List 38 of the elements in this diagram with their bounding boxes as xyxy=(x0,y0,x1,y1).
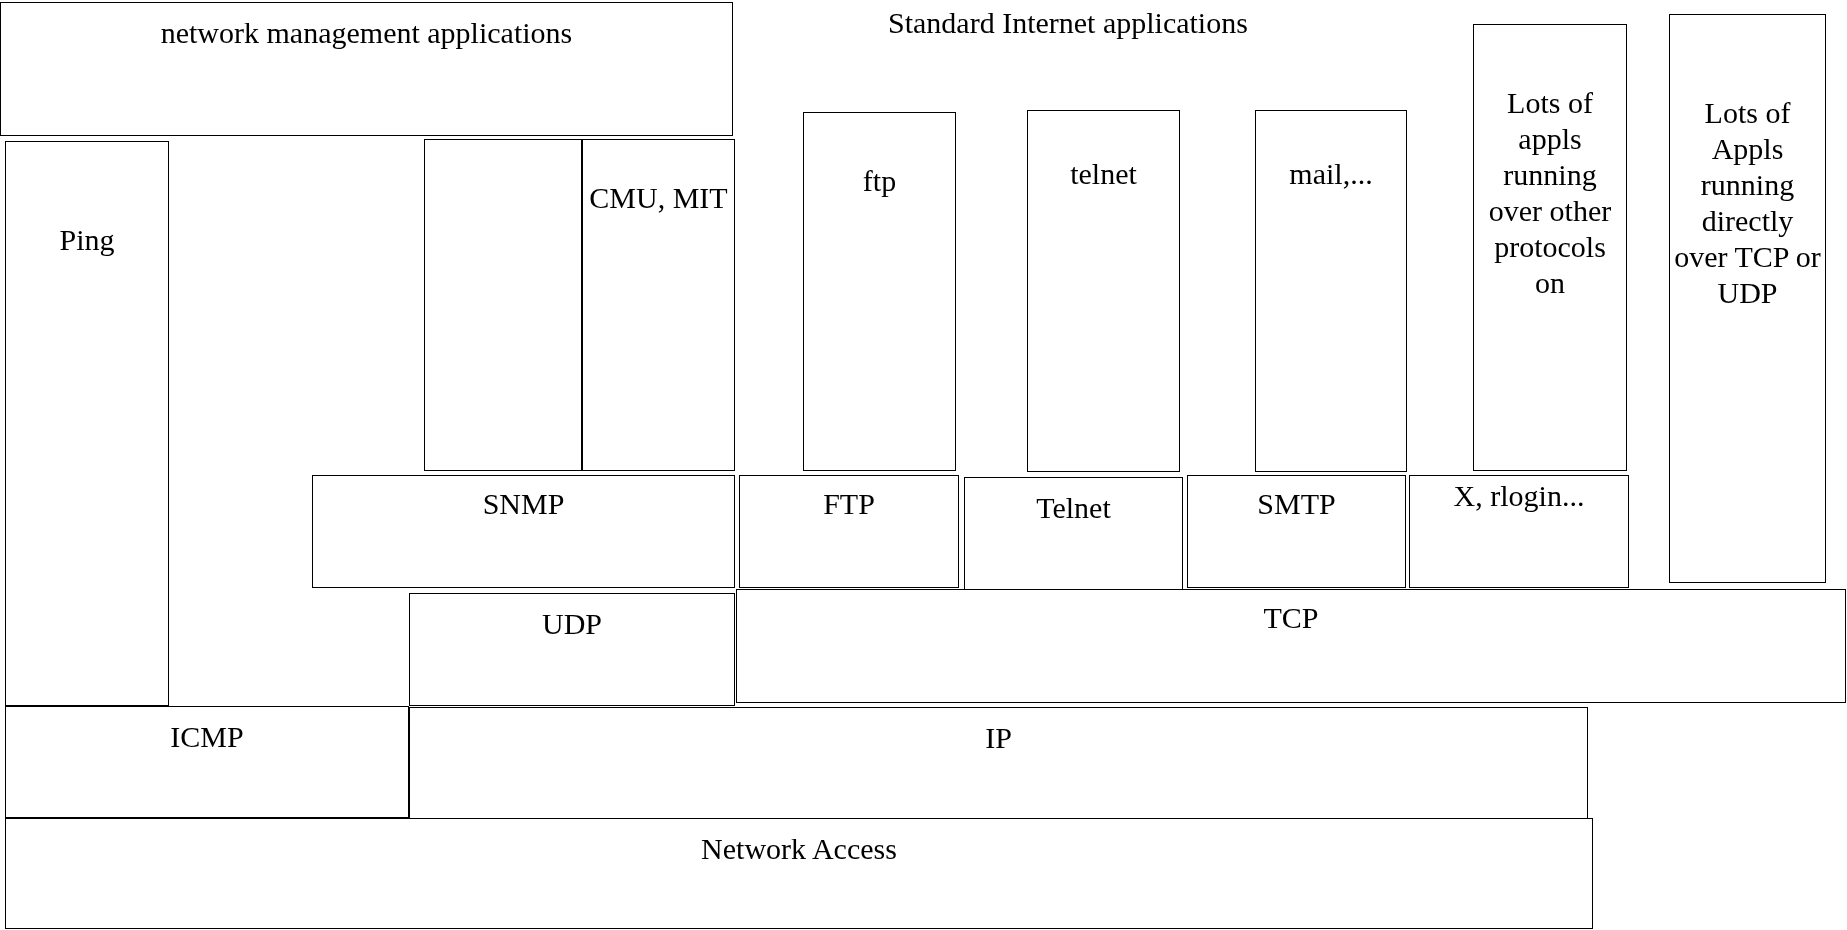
protocol-layer-box xyxy=(5,818,1593,929)
application-box xyxy=(1255,110,1407,472)
application-box xyxy=(0,2,733,136)
box-label: Ping xyxy=(58,222,116,258)
protocol-layer-box xyxy=(409,707,1588,820)
protocol-layer-box xyxy=(5,706,409,818)
protocol-layer-box xyxy=(409,593,735,706)
box-label: IP xyxy=(984,720,1013,756)
protocol-layer-box xyxy=(312,475,735,588)
application-box xyxy=(5,141,169,706)
protocol-layer-box xyxy=(1187,475,1406,588)
protocol-layer-box xyxy=(739,475,959,588)
protocol-layer-box xyxy=(964,477,1183,590)
box-label: X, rlogin... xyxy=(1452,478,1586,514)
application-box xyxy=(424,139,582,471)
box-label: FTP xyxy=(822,486,876,522)
box-label: Network Access xyxy=(700,831,898,867)
group-heading: Standard Internet applications xyxy=(888,6,1248,40)
box-label: Lots of appls running over other protocols on xyxy=(1487,85,1613,301)
box-label: Telnet xyxy=(1035,490,1112,526)
application-box xyxy=(1669,14,1826,583)
box-label: telnet xyxy=(1069,156,1138,192)
protocol-layer-box xyxy=(1409,475,1629,588)
box-label: SMTP xyxy=(1256,486,1337,522)
box-label: TCP xyxy=(1262,600,1320,636)
application-box xyxy=(582,139,735,471)
box-label: CMU, MIT xyxy=(588,180,729,216)
box-label: ftp xyxy=(861,163,898,199)
box-label: mail,... xyxy=(1288,156,1374,192)
application-box xyxy=(803,112,956,471)
application-box xyxy=(1473,24,1627,471)
box-label: SNMP xyxy=(481,486,566,522)
box-label: Lots of Appls running directly over TCP or UDP xyxy=(1673,95,1822,311)
box-label: ICMP xyxy=(169,719,245,755)
box-label: UDP xyxy=(541,606,603,642)
box-label: network management applications xyxy=(159,15,574,51)
protocol-layer-box xyxy=(736,589,1846,703)
application-box xyxy=(1027,110,1180,472)
